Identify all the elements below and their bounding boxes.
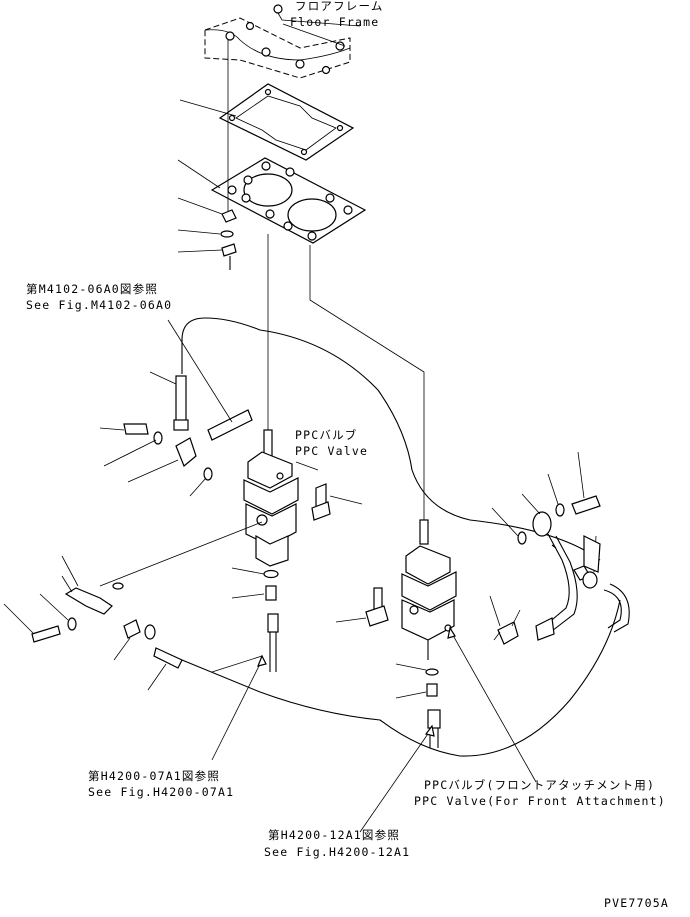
hose-line-upper xyxy=(181,317,601,561)
ref-h4200-07-label-jp: 第H4200-07A1図参照 xyxy=(88,769,221,783)
left-valve-bolt xyxy=(311,483,363,521)
ref-h4200-07-label-en: See Fig.H4200-07A1 xyxy=(88,785,235,799)
floor-frame-label-jp: フロアフレーム xyxy=(295,0,384,13)
ref-h4200-12-label-jp: 第H4200-12A1図参照 xyxy=(268,828,401,842)
ref-h4200-12-label-en: See Fig.H4200-12A1 xyxy=(264,845,411,859)
floor-frame-part xyxy=(204,4,361,79)
ppc-valve-left xyxy=(243,429,299,567)
right-valve-bolt xyxy=(335,587,389,627)
drawing-code: PVE7705A xyxy=(604,896,669,910)
left-valve-lower-fittings xyxy=(231,567,279,672)
ppc-valve-label-jp: PPCバルブ xyxy=(295,428,358,442)
ppc-valve-label-en: PPC Valve xyxy=(295,444,369,458)
gasket-plate xyxy=(179,83,355,161)
hose-line-lower xyxy=(181,599,621,757)
floor-frame-label-en: Floor Frame xyxy=(290,15,380,29)
ref-m4102-label-en: See Fig.M4102-06A0 xyxy=(26,298,173,312)
ref-m4102-label-jp: 第M4102-06A0図参照 xyxy=(26,282,159,296)
mount-plate xyxy=(177,157,367,244)
right-side-parts xyxy=(489,451,630,645)
left-side-parts xyxy=(3,319,263,691)
ppc-front-label-en: PPC Valve(For Front Attachment) xyxy=(414,794,666,808)
ppc-valve-right xyxy=(401,519,457,660)
ppc-front-label-jp: PPCバルブ(フロントアタッチメント用) xyxy=(424,778,656,792)
right-valve-lower-fittings xyxy=(395,663,441,748)
plate-fasteners xyxy=(177,197,237,270)
